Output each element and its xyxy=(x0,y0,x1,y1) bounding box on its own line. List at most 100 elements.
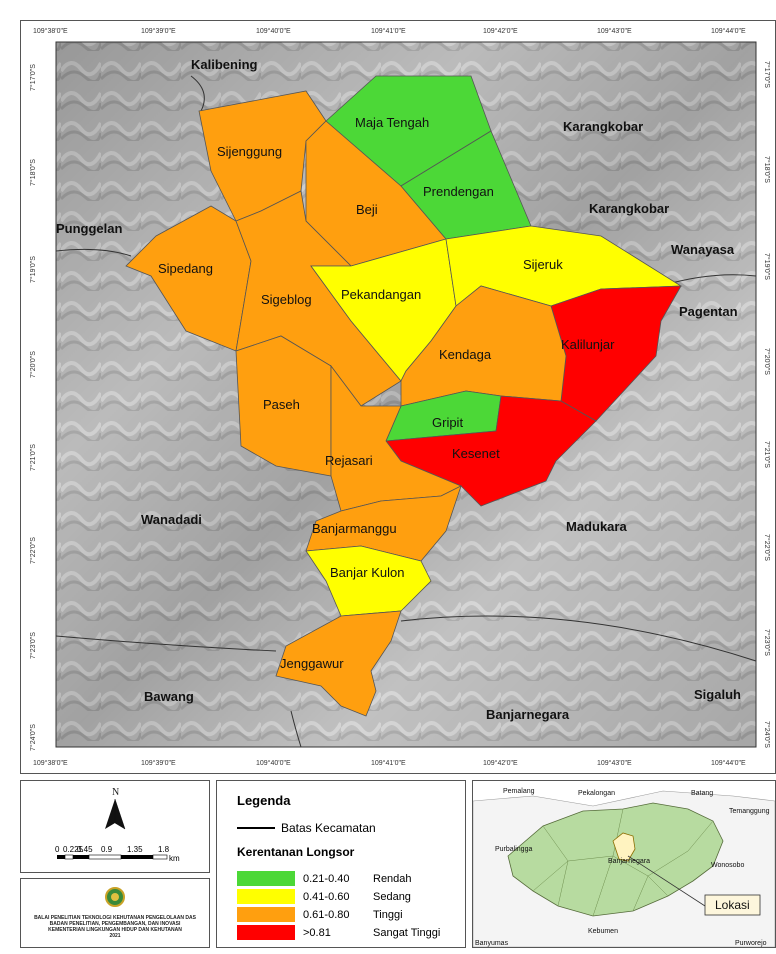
scale-label-4: 1.35 xyxy=(127,845,143,854)
label-banjar-kulon: Banjar Kulon xyxy=(330,565,404,580)
scale-label-3: 0.9 xyxy=(101,845,113,854)
legend-class: Tinggi xyxy=(373,908,403,921)
tick-right: 7°19'0"S xyxy=(763,253,771,280)
inset-label-kebumen: Kebumen xyxy=(588,928,618,935)
inset-label-purworejo: Purworejo xyxy=(735,940,767,947)
inset-study-area[interactable] xyxy=(612,832,636,862)
tick-left: 7°22'0"S xyxy=(29,537,37,564)
inset-banjarnegara-district[interactable] xyxy=(507,802,724,917)
label-paseh: Paseh xyxy=(263,397,300,412)
tick-right: 7°18'0"S xyxy=(763,156,771,183)
callout-leader xyxy=(627,855,706,907)
village-jenggawur[interactable] xyxy=(275,610,402,717)
institution-panel: BALAI PENELITIAN TEKNOLOGI KEHUTANAN PEN… xyxy=(20,878,210,948)
legend-swatch-sangat-tinggi xyxy=(237,925,295,940)
tick-bottom: 109°42'0"E xyxy=(483,759,518,767)
tick-right: 7°20'0"S xyxy=(763,348,771,375)
village-banjar-kulon[interactable] xyxy=(305,545,432,617)
legend-range: 0.21-0.40 xyxy=(303,872,350,885)
tick-left: 7°20'0"S xyxy=(29,351,37,378)
tick-left: 7°17'0"S xyxy=(29,64,37,91)
institution-line-2: BADAN PENELITIAN, PENGEMBANGAN, DAN INOV… xyxy=(49,921,181,927)
road-line xyxy=(55,635,277,652)
tick-right: 7°23'0"S xyxy=(763,629,771,656)
label-sijeruk: Sijeruk xyxy=(523,257,563,272)
inset-label-batang: Batang xyxy=(691,790,713,797)
institution-line-1: BALAI PENELITIAN TEKNOLOGI KEHUTANAN PEN… xyxy=(34,915,196,921)
main-map[interactable]: 109°38'0"E 109°39'0"E 109°40'0"E 109°41'… xyxy=(21,21,776,775)
legend-item-rendah: 0.21-0.40 Rendah xyxy=(237,871,412,886)
legend-item-tinggi: 0.61-0.80 Tinggi xyxy=(237,907,403,922)
tick-left: 7°24'0"S xyxy=(29,724,37,751)
north-scale-panel: N 0 0.225 0.45 0.9 1.35 1.8 km xyxy=(20,780,210,873)
label-maja-tengah: Maja Tengah xyxy=(355,115,429,130)
map-frame: 109°38'0"E 109°39'0"E 109°40'0"E 109°41'… xyxy=(20,20,776,774)
institution-line-3: KEMENTERIAN LINGKUNGAN HIDUP DAN KEHUTAN… xyxy=(48,927,182,933)
north-scale-graphic: N 0 0.225 0.45 0.9 1.35 1.8 km xyxy=(55,787,180,863)
label-beji: Beji xyxy=(356,202,378,217)
road-line xyxy=(290,710,302,748)
tick-bottom: 109°44'0"E xyxy=(711,759,746,767)
region-banjarnegara: Banjarnegara xyxy=(486,707,570,722)
region-madukara: Madukara xyxy=(566,519,627,534)
inset-label-banyumas: Banyumas xyxy=(475,940,509,947)
inset-subdistrict-lines xyxy=(532,808,714,917)
inset-label-purbalingga: Purbalingga xyxy=(495,846,532,853)
inset-map[interactable]: Lokasi Pemalang Pekalongan Batang Temang… xyxy=(472,781,776,948)
village-polygons[interactable] xyxy=(125,75,683,717)
tick-left: 7°21'0"S xyxy=(29,444,37,471)
left-tick-labels: 7°17'0"S 7°18'0"S 7°19'0"S 7°20'0"S 7°21… xyxy=(29,64,37,751)
callout-label: Lokasi xyxy=(715,898,750,912)
tick-left: 7°23'0"S xyxy=(29,632,37,659)
legend-range: >0.81 xyxy=(303,926,331,939)
region-sigaluh: Sigaluh xyxy=(694,687,741,702)
inset-map-panel: Lokasi Pemalang Pekalongan Batang Temang… xyxy=(472,780,776,948)
label-rejasari: Rejasari xyxy=(325,453,373,468)
road-line xyxy=(55,248,132,257)
tick-top: 109°43'0"E xyxy=(597,27,632,35)
road-line xyxy=(190,75,205,112)
label-banjarmanggu: Banjarmanggu xyxy=(312,521,397,536)
label-kesenet: Kesenet xyxy=(452,446,500,461)
scale-label-1: 0.225 xyxy=(63,845,84,854)
tick-top: 109°41'0"E xyxy=(371,27,406,35)
legend-title: Legenda xyxy=(237,793,291,808)
scale-label-2: 0.45 xyxy=(77,845,93,854)
legend-range: 0.61-0.80 xyxy=(303,908,350,921)
label-jenggawur: Jenggawur xyxy=(280,656,344,671)
tick-right: 7°22'0"S xyxy=(763,534,771,561)
village-labels: Maja Tengah Sijenggung Prendengan Beji S… xyxy=(158,115,615,671)
scale-bar xyxy=(57,854,168,860)
institution-logo xyxy=(105,887,125,907)
inset-label-pemalang: Pemalang xyxy=(503,788,535,795)
region-punggelan: Punggelan xyxy=(56,221,123,236)
north-arrow-icon xyxy=(105,799,115,829)
tick-top: 109°38'0"E xyxy=(33,27,68,35)
region-karangkobar-south: Karangkobar xyxy=(589,201,669,216)
label-sijenggung: Sijenggung xyxy=(217,144,282,159)
inset-label-banjarnegara: Banjarnegara xyxy=(608,858,650,865)
legend-boundary-label: Batas Kecamatan xyxy=(281,821,376,835)
region-pagentan: Pagentan xyxy=(679,304,738,319)
legend-panel: Legenda Batas Kecamatan Kerentanan Longs… xyxy=(216,780,466,948)
legend-swatch-rendah xyxy=(237,871,295,886)
map-neatline xyxy=(55,41,757,748)
tick-bottom: 109°41'0"E xyxy=(371,759,406,767)
village-banjarmanggu[interactable] xyxy=(305,485,462,562)
tick-top: 109°42'0"E xyxy=(483,27,518,35)
region-wanadadi: Wanadadi xyxy=(141,512,202,527)
legend-range: 0.41-0.60 xyxy=(303,890,350,903)
legend-class: Sangat Tinggi xyxy=(373,926,441,939)
scale-label-5: 1.8 xyxy=(158,845,170,854)
institution-year: 2021 xyxy=(109,933,121,939)
tick-bottom: 109°40'0"E xyxy=(256,759,291,767)
village-maja-tengah[interactable] xyxy=(325,75,492,187)
label-sipedang: Sipedang xyxy=(158,261,213,276)
boundary-line-icon xyxy=(237,827,275,829)
tick-bottom: 109°39'0"E xyxy=(141,759,176,767)
legend-subtitle: Kerentanan Longsor xyxy=(237,845,355,859)
tick-right: 7°24'0"S xyxy=(763,721,771,748)
legend-class: Sedang xyxy=(373,890,411,903)
legend-class: Rendah xyxy=(373,872,412,885)
legend-boundary-row: Batas Kecamatan xyxy=(237,821,376,835)
